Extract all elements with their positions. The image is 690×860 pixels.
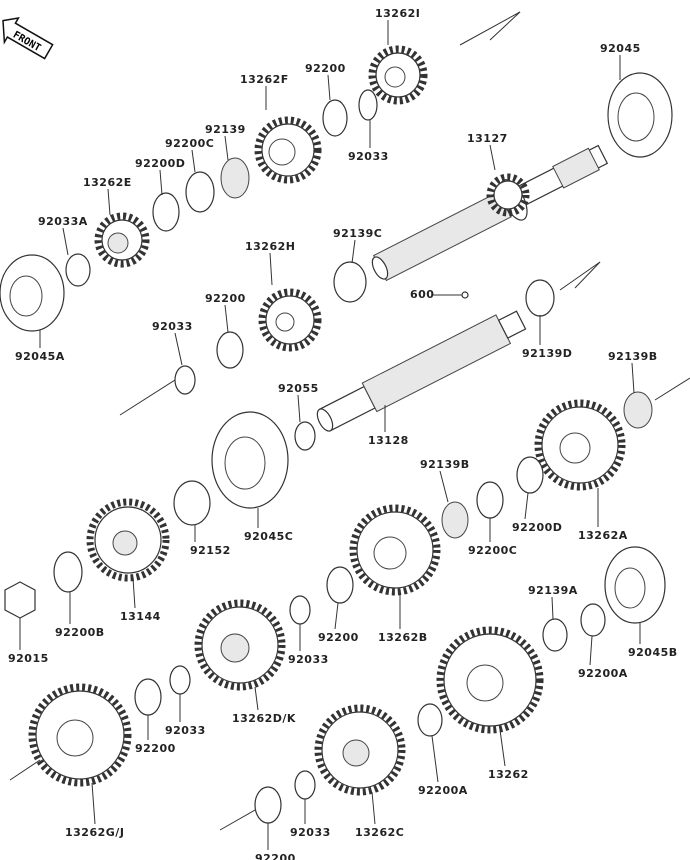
part-number-label: 92055 — [278, 382, 319, 395]
leader-line — [631, 362, 635, 394]
part-number-label: 13144 — [120, 610, 161, 623]
part-number-label: 13262G/J — [65, 826, 124, 839]
part-number-label: 92200 — [135, 742, 176, 755]
part-number-label: 92033 — [165, 724, 206, 737]
leader-line — [524, 492, 529, 520]
part-number-label: 92200 — [205, 292, 246, 305]
part-number-label: 92033 — [152, 320, 193, 333]
leader-line — [327, 74, 331, 101]
nut — [4, 581, 36, 619]
part-number-label: 92200 — [318, 631, 359, 644]
part-number-label: 92045A — [15, 350, 65, 363]
part-number-label: 92200 — [255, 852, 296, 860]
leader-line — [254, 686, 259, 711]
part-number-label: 92015 — [8, 652, 49, 665]
part-number-label: 13262A — [578, 529, 628, 542]
part-number-label: 92200D — [512, 521, 562, 534]
leader-line — [297, 394, 301, 423]
part-number-label: 13262I — [375, 7, 420, 20]
part-number-label: 13262 — [488, 768, 529, 781]
leader-line — [224, 135, 229, 161]
leader-line — [499, 729, 506, 767]
leader-line — [132, 577, 136, 609]
leader-line — [174, 332, 183, 366]
leader-line — [371, 791, 376, 825]
leader-line — [551, 596, 554, 620]
part-number-label: 600 — [410, 288, 434, 301]
part-number-label: 92200B — [55, 626, 105, 639]
part-number-label: 13262F — [240, 73, 289, 86]
part-number-label: 92033 — [348, 150, 389, 163]
part-number-label: 13127 — [467, 132, 508, 145]
part-number-label: 92200A — [578, 667, 628, 680]
leader-line — [159, 169, 163, 196]
axis-lines — [9, 11, 690, 831]
main-shaft — [371, 144, 609, 282]
part-number-label: 92200C — [468, 544, 517, 557]
part-labels: 13262I920459220013262F9213992200C9203313… — [8, 7, 678, 860]
leader-line — [489, 144, 496, 171]
part-number-label: 13262E — [83, 176, 132, 189]
part-number-label: 13128 — [368, 434, 409, 447]
part-number-label: 92152 — [190, 544, 231, 557]
leader-line — [224, 304, 229, 333]
part-number-label: 92033A — [38, 215, 88, 228]
part-number-label: 92200 — [305, 62, 346, 75]
part-number-label: 13262D/K — [232, 712, 296, 725]
part-number-label: 92033 — [290, 826, 331, 839]
leader-line — [589, 635, 593, 666]
part-number-label: 92200D — [135, 157, 185, 170]
leader-line — [62, 227, 69, 256]
leader-line — [107, 188, 111, 216]
part-number-label: 92139D — [522, 347, 572, 360]
leader-line — [334, 602, 339, 630]
part-number-label: 13262H — [245, 240, 295, 253]
part-number-label: 92139B — [420, 458, 470, 471]
drive-shaft — [316, 310, 527, 432]
part-number-label: 92045C — [244, 530, 293, 543]
leader-line — [191, 149, 196, 173]
part-number-label: 13262B — [378, 631, 428, 644]
part-number-label: 92200C — [165, 137, 214, 150]
leader-line — [439, 470, 449, 503]
front-direction-arrow-icon: FRONT — [2, 16, 54, 60]
bearings — [0, 72, 673, 652]
gears — [28, 45, 626, 796]
leader-line — [269, 252, 273, 286]
part-number-label: 92045B — [628, 646, 678, 659]
part-number-label: 92139B — [608, 350, 658, 363]
shaft-marker — [461, 291, 469, 299]
part-number-label: 92045 — [600, 42, 641, 55]
part-number-label: 92139A — [528, 584, 578, 597]
leader-line — [351, 239, 356, 264]
leader-line — [431, 735, 439, 783]
leader-line — [91, 782, 96, 825]
part-number-label: 92139C — [333, 227, 382, 240]
part-number-label: 92033 — [288, 653, 329, 666]
part-number-label: 13262C — [355, 826, 404, 839]
part-number-label: 92139 — [205, 123, 246, 136]
part-number-label: 92200A — [418, 784, 468, 797]
